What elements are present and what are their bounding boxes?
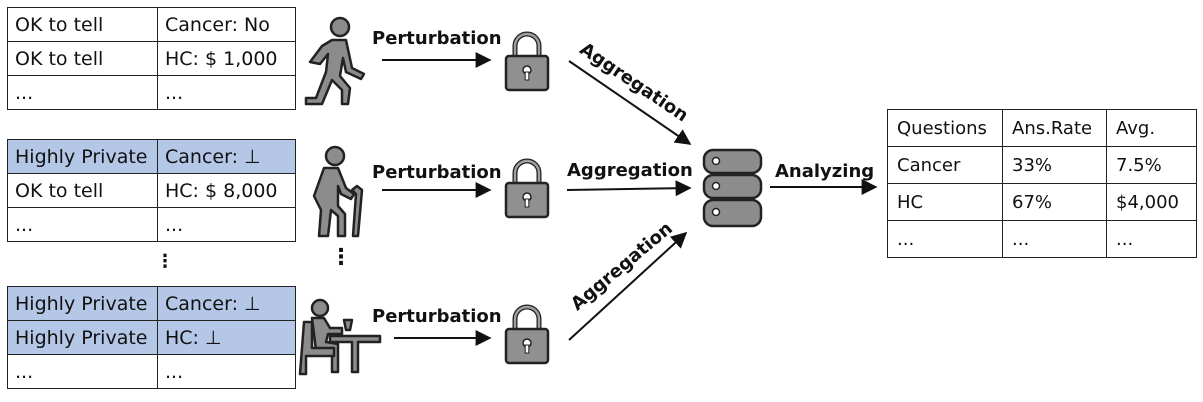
answer-cell: Cancer: ⊥: [157, 139, 296, 174]
perturbation-label: Perturbation: [372, 28, 502, 49]
answer-cell: Cancer: ⊥: [157, 286, 296, 321]
user-table-1: OK to tell Cancer: No OK to tell HC: $ 1…: [7, 7, 296, 110]
seated-person-at-table-icon: [298, 298, 382, 376]
table-header-row: Questions Ans.Rate Avg.: [887, 109, 1197, 147]
privacy-cell: Highly Private: [7, 139, 158, 174]
privacy-cell: Highly Private: [7, 320, 158, 355]
column-header: Questions: [887, 109, 1003, 147]
table-row: ... ...: [7, 207, 296, 242]
user-table-2: Highly Private Cancer: ⊥ OK to tell HC: …: [7, 139, 296, 242]
answer-cell: HC: ⊥: [157, 320, 296, 355]
aggregation-label: Aggregation: [567, 160, 693, 181]
table-cell: Cancer: [887, 146, 1003, 184]
user-gap-dots: ⋮: [330, 245, 352, 270]
table-cell: ...: [1106, 220, 1197, 258]
aggregation-arrow: [566, 180, 692, 197]
privacy-cell: ...: [7, 207, 158, 242]
aggregation-arrow: [568, 60, 692, 145]
table-row: Cancer 33% 7.5%: [887, 146, 1197, 184]
answer-cell: ...: [157, 354, 296, 389]
table-row: Highly Private Cancer: ⊥: [7, 139, 296, 174]
answer-cell: HC: $ 8,000: [157, 173, 296, 208]
table-cell: ...: [1002, 220, 1107, 258]
perturbation-label: Perturbation: [372, 162, 502, 183]
answer-cell: Cancer: No: [157, 7, 296, 42]
table-cell: HC: [887, 183, 1003, 221]
answer-cell: ...: [157, 207, 296, 242]
table-cell: ...: [887, 220, 1003, 258]
answer-cell: ...: [157, 75, 296, 110]
padlock-icon: [504, 158, 550, 219]
table-row: OK to tell Cancer: No: [7, 7, 296, 42]
walking-person-icon: [304, 16, 366, 106]
table-row: OK to tell HC: $ 1,000: [7, 41, 296, 76]
table-row: ... ...: [7, 75, 296, 110]
analyzing-label: Analyzing: [775, 161, 875, 182]
aggregation-arrow: [568, 231, 688, 341]
table-row: Highly Private HC: ⊥: [7, 320, 296, 355]
padlock-icon: [504, 31, 550, 92]
table-cell: 33%: [1002, 146, 1107, 184]
privacy-cell: OK to tell: [7, 173, 158, 208]
table-row: ... ...: [7, 354, 296, 389]
padlock-icon: [504, 304, 550, 365]
table-row: ... ... ...: [887, 220, 1197, 258]
perturbation-label: Perturbation: [372, 306, 502, 327]
column-header: Ans.Rate: [1002, 109, 1107, 147]
answer-cell: HC: $ 1,000: [157, 41, 296, 76]
database-server-icon: [702, 148, 763, 228]
privacy-cell: ...: [7, 354, 158, 389]
table-row: HC 67% $4,000: [887, 183, 1197, 221]
privacy-cell: OK to tell: [7, 7, 158, 42]
user-table-3: Highly Private Cancer: ⊥ Highly Private …: [7, 286, 296, 389]
results-table: Questions Ans.Rate Avg. Cancer 33% 7.5% …: [887, 109, 1197, 258]
table-row: OK to tell HC: $ 8,000: [7, 173, 296, 208]
elderly-person-with-cane-icon: [312, 145, 364, 238]
column-header: Avg.: [1106, 109, 1197, 147]
table-cell: $4,000: [1106, 183, 1197, 221]
table-cell: 67%: [1002, 183, 1107, 221]
table-cell: 7.5%: [1106, 146, 1197, 184]
